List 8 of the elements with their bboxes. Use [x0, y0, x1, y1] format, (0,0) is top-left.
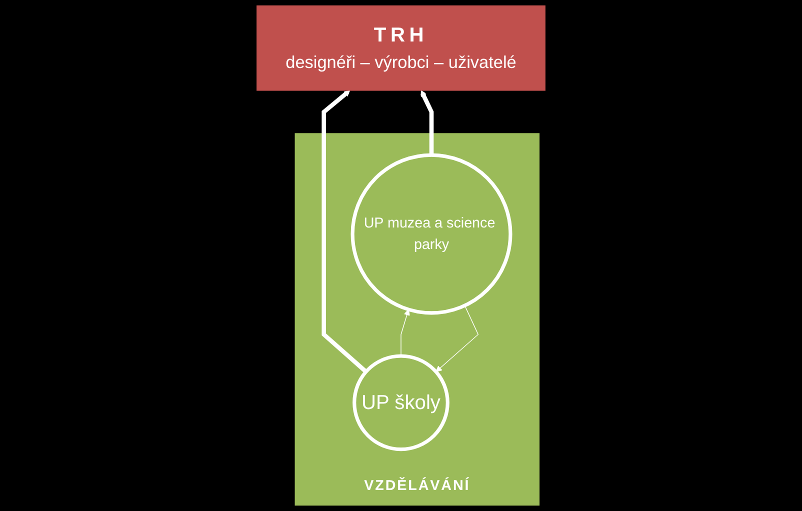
arrow: [436, 305, 479, 372]
arrow: [322, 90, 368, 374]
node-circle: [350, 153, 512, 315]
node-circle: [352, 354, 450, 452]
arrow: [420, 90, 434, 156]
node-box: [256, 5, 546, 91]
arrow: [400, 309, 410, 356]
cluster: [294, 133, 540, 506]
